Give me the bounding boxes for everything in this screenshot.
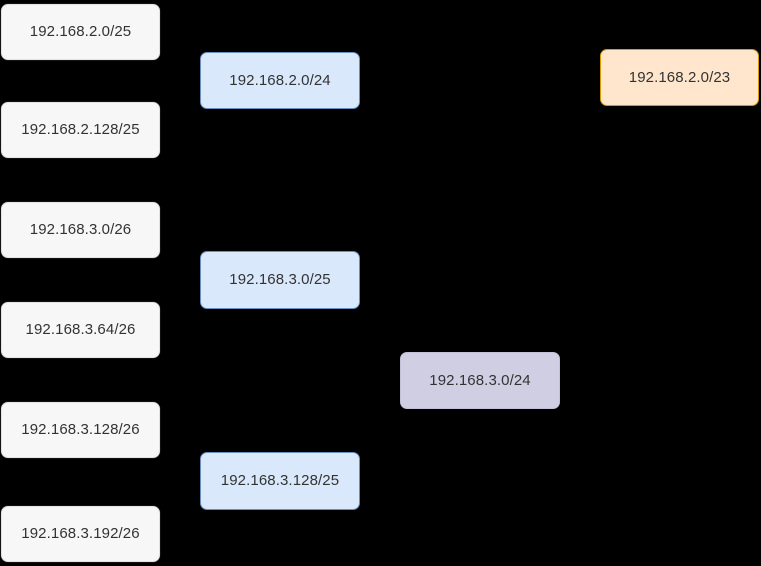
subnet-node[interactable]: 192.168.2.0/24 xyxy=(200,52,360,109)
subnet-node[interactable]: 192.168.3.0/26 xyxy=(1,202,160,258)
subnet-node[interactable]: 192.168.3.64/26 xyxy=(1,302,160,358)
subnet-node[interactable]: 192.168.3.192/26 xyxy=(1,506,160,562)
subnet-node[interactable]: 192.168.2.0/25 xyxy=(1,4,160,60)
subnet-node[interactable]: 192.168.3.128/26 xyxy=(1,402,160,458)
subnet-node[interactable]: 192.168.2.0/23 xyxy=(600,49,759,106)
subnet-node[interactable]: 192.168.3.0/24 xyxy=(400,352,560,409)
subnet-node[interactable]: 192.168.2.128/25 xyxy=(1,102,160,158)
subnet-node[interactable]: 192.168.3.128/25 xyxy=(200,452,360,510)
subnet-node[interactable]: 192.168.3.0/25 xyxy=(200,251,360,309)
